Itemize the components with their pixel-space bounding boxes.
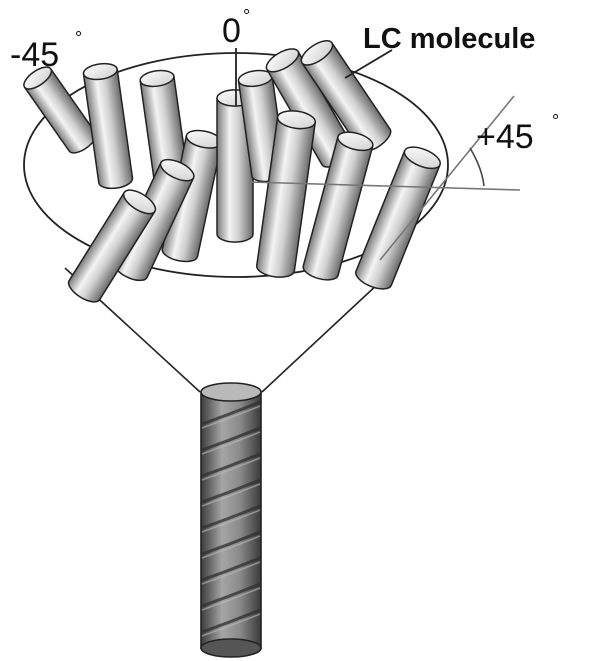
angle-plus45-degree-mark: ° bbox=[552, 111, 559, 131]
lc-molecules bbox=[20, 36, 443, 306]
fiber bbox=[201, 383, 261, 657]
angle-minus45-label-group: -45 ° bbox=[10, 28, 82, 74]
angle-minus45-degree-mark: ° bbox=[75, 28, 82, 48]
funnel-line-right bbox=[262, 282, 380, 392]
angle-plus45-label-group: +45 ° bbox=[476, 111, 559, 156]
lc-molecule-label: LC molecule bbox=[363, 23, 535, 55]
lc-molecule-cylinder bbox=[82, 62, 133, 191]
angle-zero-degree-mark: ° bbox=[243, 6, 250, 26]
angle-plus45-label: +45 bbox=[476, 118, 534, 156]
angle-zero-label-group: 0 ° bbox=[222, 6, 250, 50]
angle-zero-label: 0 bbox=[222, 12, 241, 50]
angle-minus45-label: -45 bbox=[10, 36, 59, 74]
